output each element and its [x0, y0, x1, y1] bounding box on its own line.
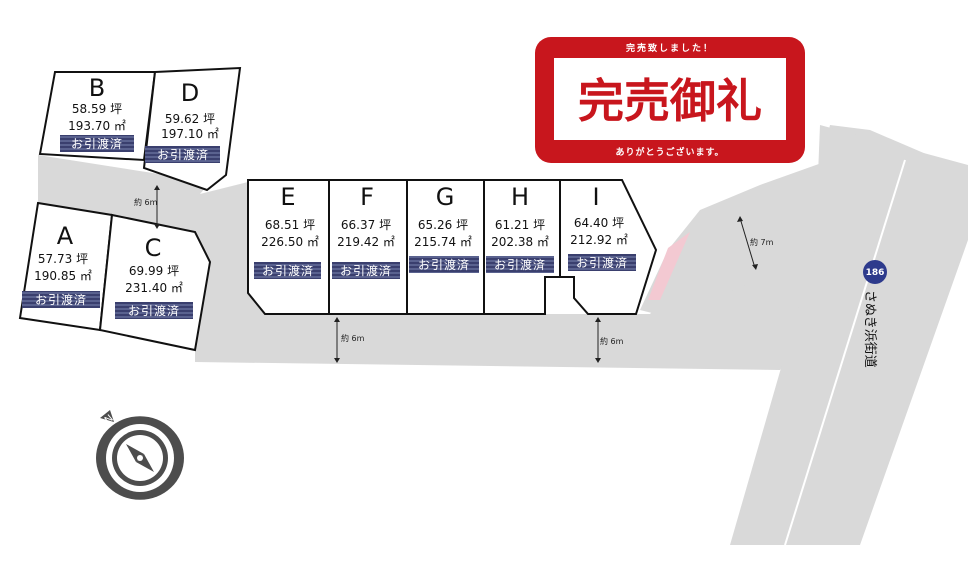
lot-C-tsubo: 69.99 坪 [129, 264, 179, 278]
lot-E[interactable]: E 68.51 坪 226.50 ㎡ お引渡済 [247, 179, 330, 315]
lot-F-tag-label: お引渡済 [340, 263, 392, 278]
lot-B-tsubo: 58.59 坪 [72, 102, 122, 116]
lot-A-tag [22, 291, 100, 308]
lot-I[interactable]: I 64.40 坪 212.92 ㎡ お引渡済 [559, 179, 658, 315]
lot-I-tsubo: 64.40 坪 [574, 216, 624, 230]
lot-F-tsubo: 66.37 坪 [341, 218, 391, 232]
lot-C[interactable]: C 69.99 坪 231.40 ㎡ お引渡済 [98, 213, 212, 352]
lot-I-letter: I [592, 183, 599, 211]
lot-G-tag [409, 256, 479, 273]
lot-H-letter: H [511, 183, 529, 211]
lot-D-tag [145, 146, 220, 163]
lot-D-tag-label: お引渡済 [157, 147, 209, 162]
lot-H-tag [486, 256, 554, 273]
lot-A-tsubo: 57.73 坪 [38, 252, 88, 266]
lot-A-letter: A [57, 222, 74, 250]
road-width-center-label: 約 6m [341, 333, 365, 343]
route-centerline [784, 159, 906, 546]
lot-F-sqm: 219.42 ㎡ [337, 235, 395, 249]
road-width-center: 約 6m [334, 317, 365, 363]
lot-G-tag-label: お引渡済 [418, 257, 470, 272]
lot-E-sqm: 226.50 ㎡ [261, 235, 319, 249]
lot-C-tag [115, 302, 193, 319]
lot-D[interactable]: D 59.62 坪 197.10 ㎡ お引渡済 [142, 66, 242, 192]
road-width-approach-label: 約 7m [750, 237, 774, 247]
west-road [38, 125, 940, 370]
lot-E-tsubo: 68.51 坪 [265, 218, 315, 232]
svg-text:N: N [103, 413, 116, 426]
lot-H-tsubo: 61.21 坪 [495, 218, 545, 232]
lot-A-sqm: 190.85 ㎡ [34, 269, 92, 283]
lot-F-letter: F [360, 183, 374, 211]
lot-F[interactable]: F 66.37 坪 219.42 ㎡ お引渡済 [328, 179, 408, 315]
lot-H-tag-label: お引渡済 [494, 257, 546, 272]
lot-C-letter: C [145, 234, 162, 262]
lot-D-tsubo: 59.62 坪 [165, 112, 215, 126]
route-number: 186 [866, 268, 885, 278]
route-shield-icon: 186 [863, 260, 887, 284]
lot-A-tag-label: お引渡済 [35, 292, 87, 307]
lot-H-sqm: 202.38 ㎡ [491, 235, 549, 249]
east-approach-road [640, 160, 830, 315]
lot-A[interactable]: A 57.73 坪 190.85 ㎡ お引渡済 [18, 201, 114, 332]
lot-B-sqm: 193.70 ㎡ [68, 119, 126, 133]
lot-B-letter: B [89, 74, 105, 102]
sold-out-banner: 完売致しました！ 完売御礼 ありがとうございます。 [535, 37, 805, 163]
road-width-east: 約 6m [595, 317, 624, 363]
lot-G-tsubo: 65.26 坪 [418, 218, 468, 232]
lot-B-tag-label: お引渡済 [71, 136, 123, 151]
lot-H[interactable]: H 61.21 坪 202.38 ㎡ お引渡済 [483, 179, 561, 315]
lot-C-tag-label: お引渡済 [128, 303, 180, 318]
route-name: さぬき浜街道 [862, 290, 877, 368]
banner-bottom-text: ありがとうございます。 [615, 146, 724, 158]
banner-top-text: 完売致しました！ [626, 42, 714, 54]
road-width-west: 約 6m [134, 185, 160, 229]
lot-I-tag [568, 254, 636, 271]
road-width-west-label: 約 6m [134, 197, 158, 207]
banner-main-text: 完売御礼 [578, 74, 762, 128]
compass-icon: N [96, 410, 184, 500]
lot-E-letter: E [280, 183, 295, 211]
lot-B[interactable]: B 58.59 坪 193.70 ㎡ お引渡済 [38, 71, 157, 162]
lot-G-letter: G [436, 183, 455, 211]
roads [38, 125, 968, 546]
lot-I-tag-label: お引渡済 [576, 255, 628, 270]
lot-F-tag [332, 262, 400, 279]
lot-B-tag [60, 135, 134, 152]
pink-strip [648, 232, 690, 300]
road-width-approach: 約 7m [737, 216, 774, 270]
road-width-east-label: 約 6m [600, 336, 624, 346]
lot-D-letter: D [181, 79, 199, 107]
lot-D-sqm: 197.10 ㎡ [161, 127, 219, 141]
route-186-road [730, 125, 968, 545]
lot-C-sqm: 231.40 ㎡ [125, 281, 183, 295]
lot-E-tag [254, 262, 321, 279]
lot-I-sqm: 212.92 ㎡ [570, 233, 628, 247]
lot-E-tag-label: お引渡済 [262, 263, 314, 278]
lot-G[interactable]: G 65.26 坪 215.74 ㎡ お引渡済 [406, 179, 485, 315]
lot-G-sqm: 215.74 ㎡ [414, 235, 472, 249]
